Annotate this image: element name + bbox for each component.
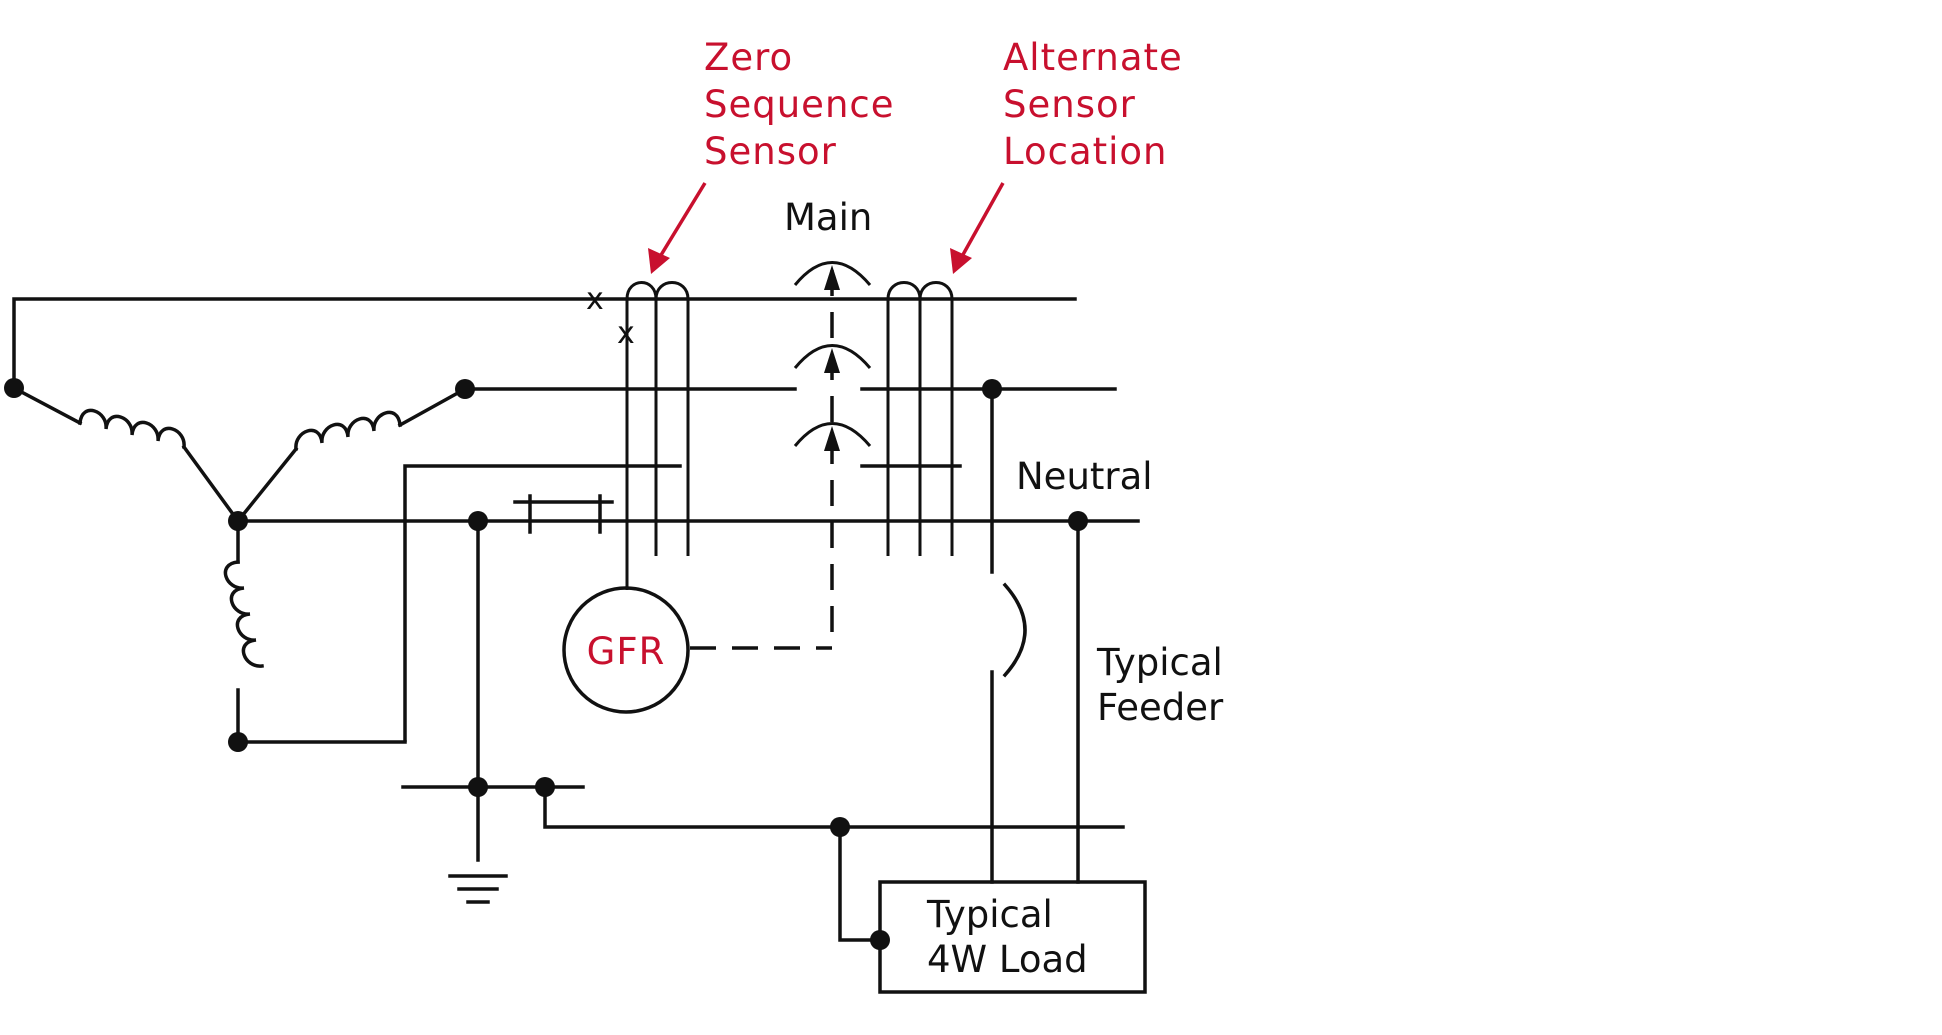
gfr-relay [562,586,832,714]
zero-sequence-label-line1: Zero [704,36,793,79]
neutral-label: Neutral [1016,455,1153,498]
transformer-winding-right [235,386,468,524]
typical-feeder-label-line1: Typical [1096,641,1223,684]
pointer-arrow-alternate [950,182,1005,274]
connection-dots [4,378,1088,950]
phase-bus-bottom [403,464,962,742]
ground-bus [401,519,1125,862]
main-label: Main [784,196,872,239]
alternate-sensor-label-line2: Sensor [1003,83,1136,126]
typical-feeder [990,387,1080,884]
phase-bus-top [12,297,1077,390]
gfr-label: GFR [587,630,666,673]
typical-feeder-label-line2: Feeder [1097,686,1224,729]
zero-sequence-label-line3: Sensor [704,130,837,173]
alternate-sensor-label-line3: Location [1003,130,1168,173]
x-mark-top: x [586,282,604,317]
alternate-sensor-label-line1: Alternate [1003,36,1183,79]
main-breaker [793,261,872,648]
zero-sequence-label-line2: Sequence [704,83,895,126]
x-mark-lower: x [617,316,635,351]
typical-load-label-line1: Typical [926,893,1053,936]
ground-symbol [448,874,508,904]
typical-load-label-line2: 4W Load [927,938,1088,981]
zero-sequence-sensor [625,281,690,590]
transformer-winding-left [11,385,241,524]
neutral-disconnect [513,494,614,534]
alternate-sensor [886,281,954,556]
pointer-arrow-zero-sequence [648,182,707,274]
transformer-winding-bottom [223,519,407,744]
